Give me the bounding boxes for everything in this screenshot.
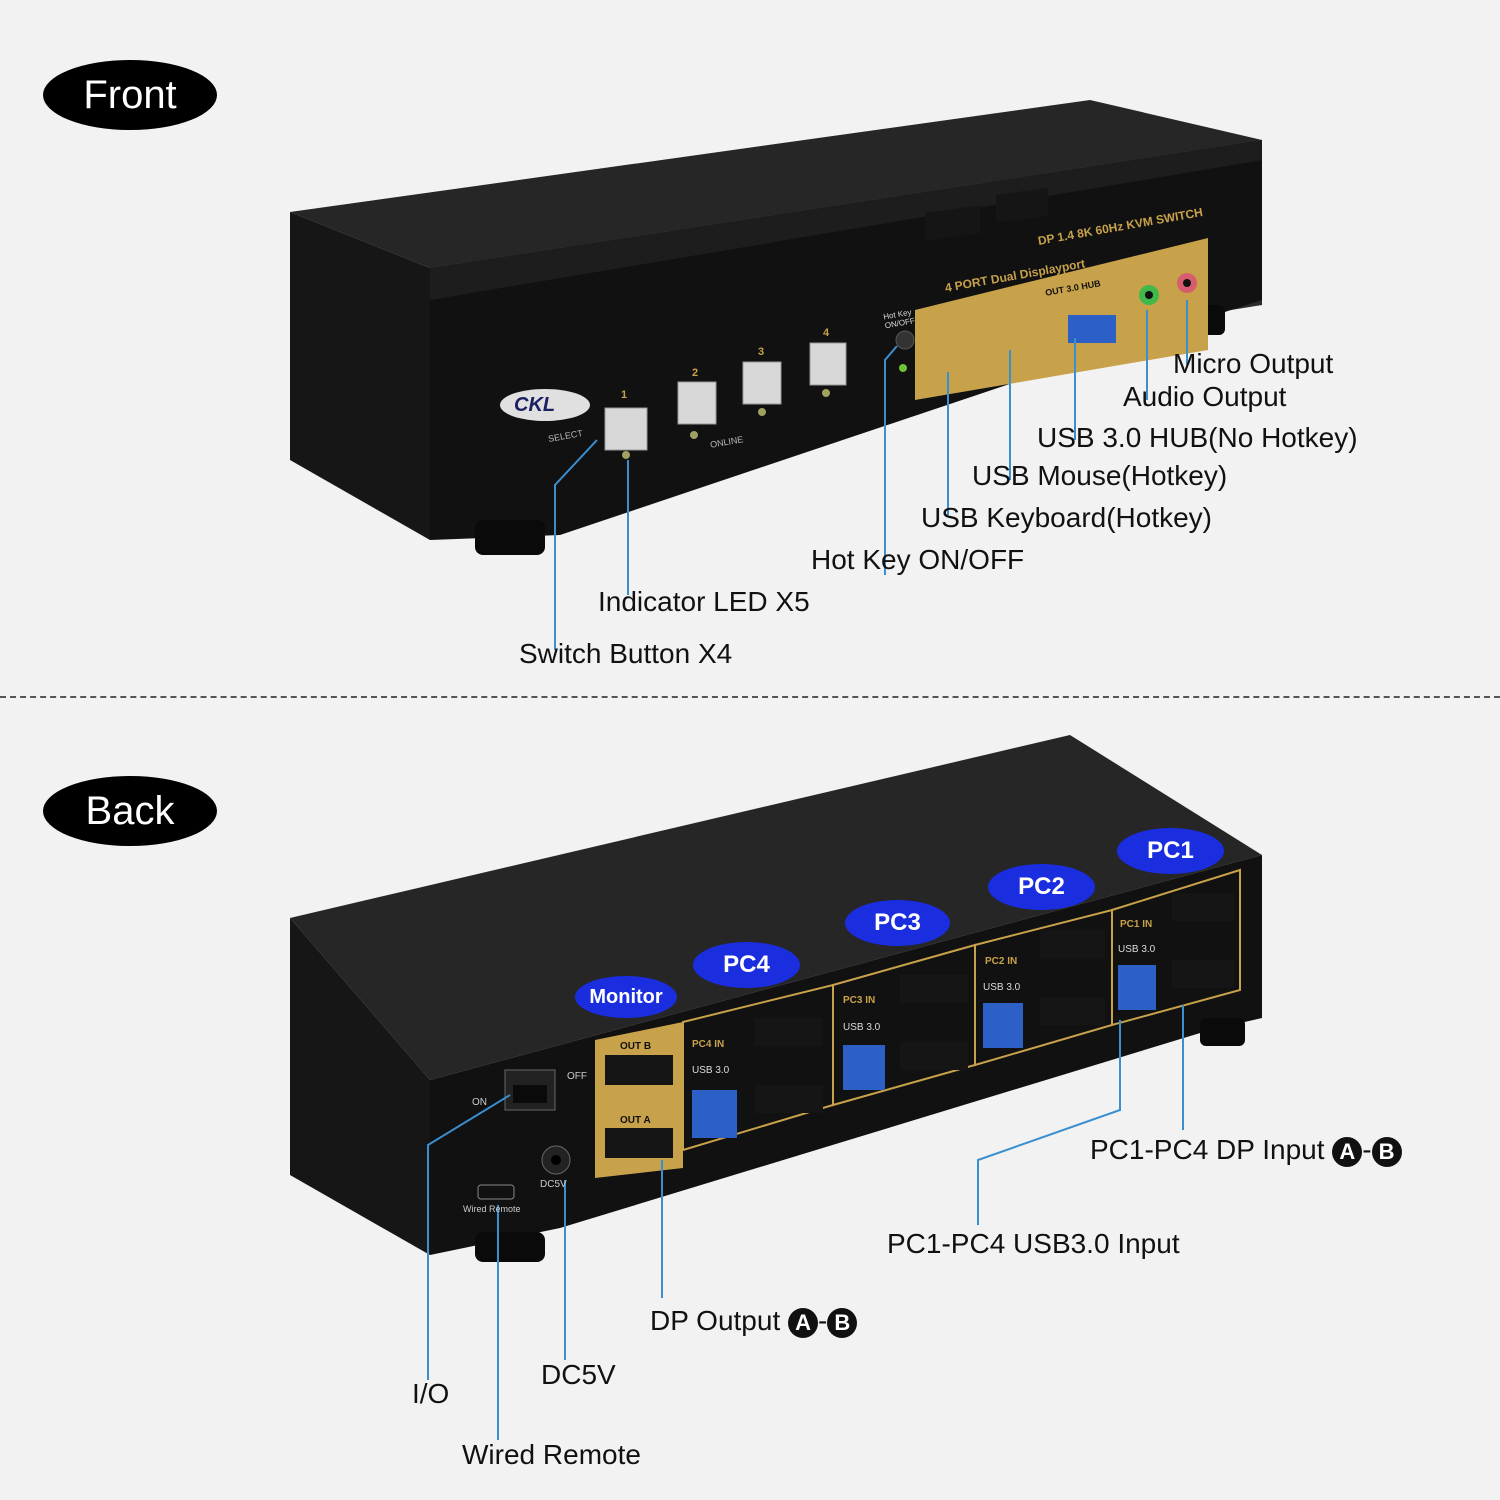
- panel-pc4-usb: USB 3.0: [692, 1065, 730, 1076]
- circle-b-icon: B: [827, 1307, 858, 1338]
- dash: -: [1362, 1134, 1372, 1165]
- panel-on: ON: [472, 1097, 487, 1108]
- panel-wired-remote: Wired Remote: [463, 1204, 521, 1214]
- button-num-1: 1: [621, 389, 628, 401]
- panel-pc2-in: PC2 IN: [985, 956, 1018, 967]
- panel-off: OFF: [567, 1071, 587, 1082]
- panel-pc3-usb: USB 3.0: [843, 1022, 881, 1033]
- front-device-illustration: [290, 100, 1262, 650]
- button-num-2: 2: [692, 367, 699, 379]
- callout-micro-output: Micro Output: [1173, 348, 1334, 379]
- callout-usb-mouse: USB Mouse(Hotkey): [972, 460, 1228, 491]
- front-title: Front: [43, 60, 217, 130]
- dash: -: [818, 1305, 828, 1336]
- callout-indicator-led: Indicator LED X5: [598, 586, 810, 617]
- panel-dc5v: DC5V: [540, 1179, 567, 1190]
- back-title: Back: [43, 776, 217, 846]
- tag-monitor: Monitor: [575, 976, 677, 1018]
- tag-pc2: PC2: [988, 864, 1095, 910]
- panel-pc1-usb: USB 3.0: [1118, 944, 1156, 955]
- tag-pc1: PC1: [1117, 828, 1224, 874]
- circle-a-icon: A: [1332, 1136, 1363, 1167]
- section-divider: [0, 696, 1500, 698]
- callout-dp-output-text: DP Output: [650, 1305, 781, 1336]
- brand-logo: CKL: [514, 394, 556, 416]
- callout-usb-input: PC1-PC4 USB3.0 Input: [887, 1228, 1180, 1259]
- callout-dp-output: DP Output A-B: [650, 1305, 858, 1338]
- panel-pc3-in: PC3 IN: [843, 995, 876, 1006]
- callout-usb-hub: USB 3.0 HUB(No Hotkey): [1037, 422, 1358, 453]
- callout-switch-button: Switch Button X4: [519, 638, 733, 669]
- circle-a-icon: A: [788, 1307, 819, 1338]
- panel-pc1-in: PC1 IN: [1120, 919, 1153, 930]
- circle-b-icon: B: [1371, 1136, 1402, 1167]
- panel-out-a: OUT A: [620, 1115, 651, 1126]
- panel-pc2-usb: USB 3.0: [983, 982, 1021, 993]
- callout-usb-keyboard: USB Keyboard(Hotkey): [921, 502, 1213, 533]
- tag-pc3: PC3: [845, 900, 950, 946]
- callout-dp-input-text: PC1-PC4 DP Input: [1090, 1134, 1325, 1165]
- button-num-3: 3: [758, 346, 765, 358]
- callout-wired-remote: Wired Remote: [462, 1439, 641, 1470]
- callout-audio-output: Audio Output: [1123, 381, 1287, 412]
- callout-dc5v: DC5V: [541, 1359, 616, 1390]
- tag-pc4: PC4: [693, 942, 800, 988]
- panel-pc4-in: PC4 IN: [692, 1039, 725, 1050]
- callout-io: I/O: [412, 1378, 450, 1409]
- callout-dp-input: PC1-PC4 DP Input A-B: [1090, 1136, 1402, 1167]
- button-num-4: 4: [823, 327, 830, 339]
- panel-out-b: OUT B: [620, 1041, 652, 1052]
- callout-hotkey: Hot Key ON/OFF: [811, 544, 1025, 575]
